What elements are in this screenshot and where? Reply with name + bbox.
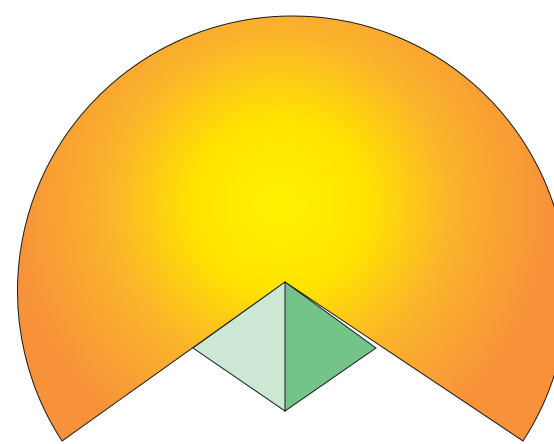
sun-and-crystal-illustration: [0, 0, 554, 444]
illustration-canvas: [0, 0, 554, 444]
